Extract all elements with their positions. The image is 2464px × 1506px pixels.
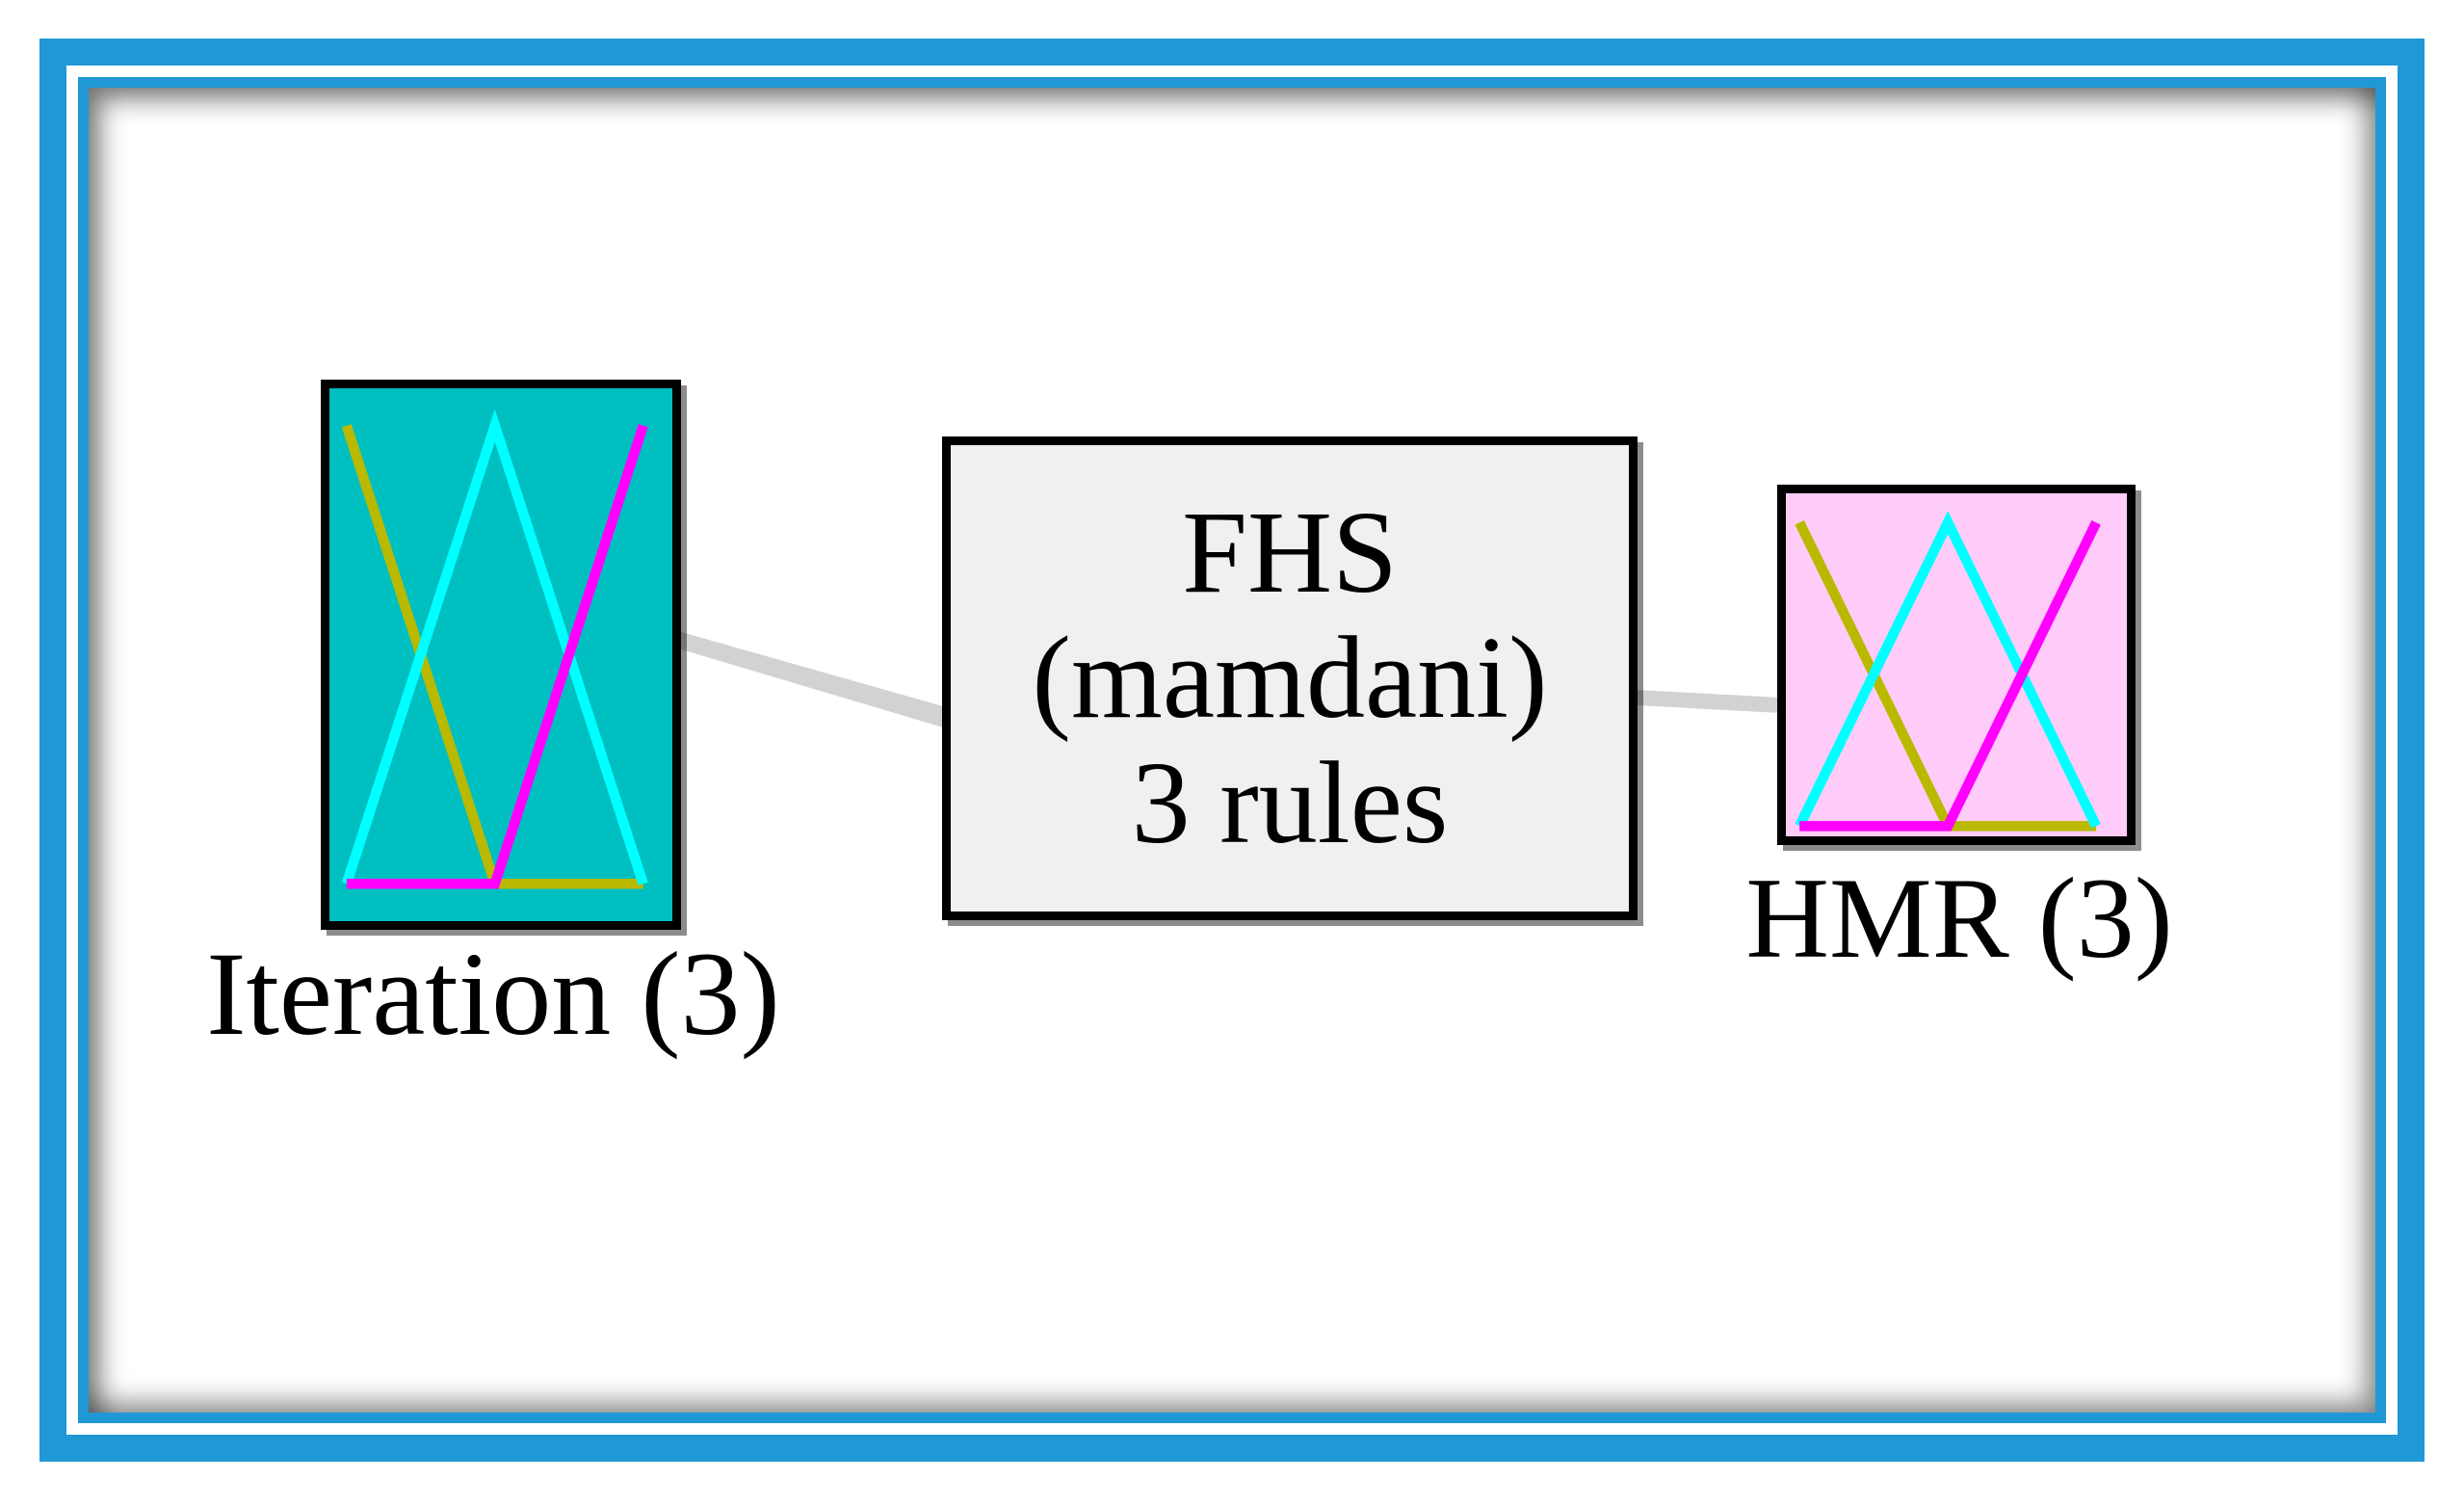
mf-left-shoulder-curve bbox=[1799, 522, 2096, 826]
fis-process-node[interactable]: FHS (mamdani) 3 rules bbox=[942, 436, 1638, 920]
output-membership-plot bbox=[1786, 493, 2127, 836]
mf-right-shoulder-curve bbox=[1799, 522, 2096, 826]
input-variable-label: Iteration (3) bbox=[206, 928, 780, 1060]
fis-node-text: FHS (mamdani) 3 rules bbox=[1032, 490, 1547, 866]
input-membership-plot bbox=[329, 388, 672, 921]
mf-center-triangle-curve bbox=[347, 426, 643, 885]
mf-left-shoulder-curve bbox=[347, 426, 643, 885]
output-variable-label: HMR (3) bbox=[1745, 854, 2173, 982]
mf-center-triangle-curve bbox=[1799, 522, 2096, 826]
fis-rulecount-line: 3 rules bbox=[1131, 738, 1449, 868]
input-variable-node[interactable] bbox=[321, 380, 681, 930]
fis-type-line: (mamdani) bbox=[1032, 613, 1548, 743]
fis-name-line: FHS bbox=[1182, 488, 1398, 618]
mf-right-shoulder-curve bbox=[347, 426, 643, 885]
output-variable-node[interactable] bbox=[1777, 485, 2136, 845]
